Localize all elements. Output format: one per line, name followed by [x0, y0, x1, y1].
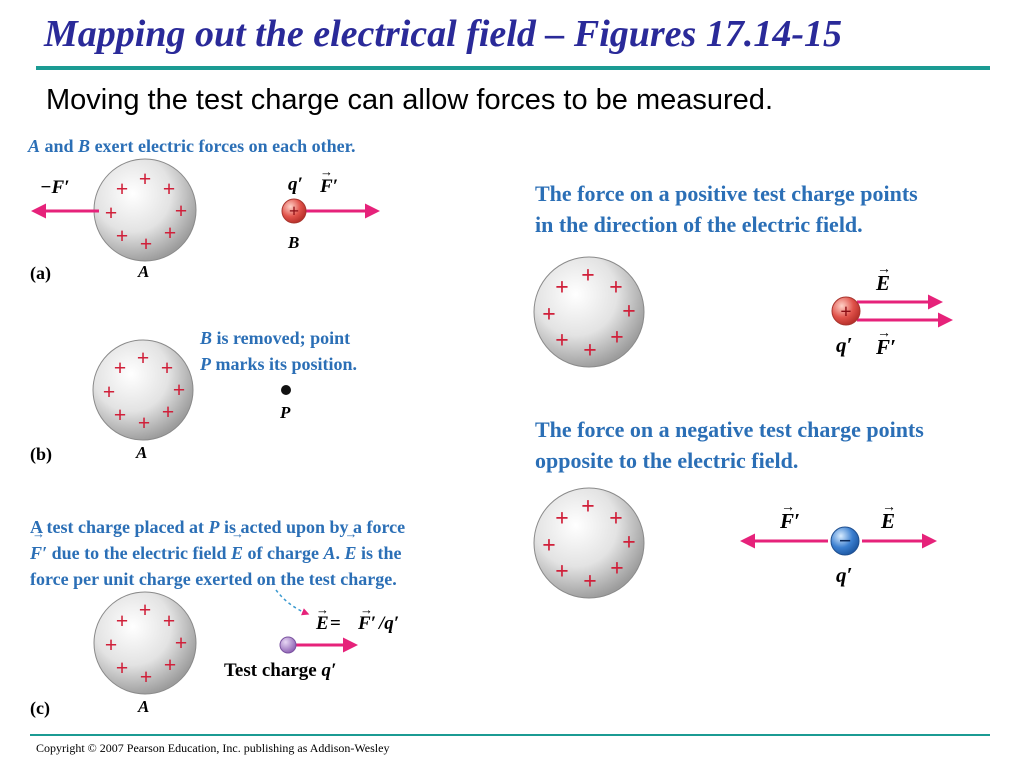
plus-sign: + — [140, 231, 153, 256]
plus-sign: + — [609, 275, 623, 301]
panel-a-label: (a) — [30, 263, 51, 284]
force-label: F′ — [319, 176, 338, 197]
plus-sign: + — [175, 630, 188, 655]
plus-sign: + — [610, 556, 624, 582]
plus-sign: + — [542, 533, 556, 559]
e-label: E — [875, 271, 890, 295]
svg-text:E: E — [315, 613, 329, 634]
a-label: A — [137, 697, 149, 716]
plus-sign: + — [105, 200, 118, 225]
plus-sign: + — [610, 325, 624, 351]
plus-sign: + — [164, 220, 177, 245]
vector-arrow-icon: → — [877, 326, 891, 341]
svg-text:→: → — [316, 602, 329, 617]
plus-sign: + — [175, 198, 188, 223]
p-label: P — [279, 403, 291, 422]
plus-sign: + — [114, 402, 127, 427]
plus-sign: + — [289, 201, 299, 221]
dotted-pointer-arrow — [275, 589, 310, 616]
plus-sign: + — [162, 399, 175, 424]
plus-sign: + — [116, 223, 129, 248]
plus-sign: + — [622, 299, 636, 325]
plus-sign: + — [105, 632, 118, 657]
plus-sign: + — [581, 494, 595, 520]
title-underline — [36, 66, 990, 70]
plus-sign: + — [555, 328, 569, 354]
positive-charge-caption: The force on a positive test charge poin… — [535, 181, 918, 237]
sphere-a-panel-c: + + + + + + + + — [93, 591, 197, 695]
sphere-a-panel-b: + + + + + + + + — [92, 339, 194, 441]
field-formula: E → = F′ → /q′ — [315, 602, 399, 634]
negative-test-charge — [830, 526, 860, 556]
plus-sign: + — [116, 608, 129, 633]
b-label: B — [287, 233, 299, 252]
vector-arrow-icon: → — [781, 500, 795, 515]
vector-arrow-icon: → — [877, 262, 891, 277]
vector-arrow-icon: → — [882, 500, 896, 515]
plus-sign: + — [583, 569, 597, 595]
plus-sign: + — [116, 176, 129, 201]
plus-sign: + — [583, 338, 597, 364]
sphere-a-positive: + + + + + + + + — [533, 256, 645, 368]
plus-sign: + — [138, 410, 151, 435]
q-label: q′ — [836, 563, 852, 587]
svg-text:=: = — [330, 613, 341, 634]
slide-subtitle: Moving the test charge can allow forces … — [46, 84, 773, 116]
plus-sign: + — [114, 355, 127, 380]
plus-sign: + — [139, 597, 152, 622]
plus-sign: + — [840, 301, 851, 323]
test-charge-label: Test charge q′ — [224, 660, 336, 681]
plus-sign: + — [555, 506, 569, 532]
plus-sign: + — [173, 377, 186, 402]
a-label: A — [137, 262, 149, 281]
svg-text:→: → — [360, 602, 373, 617]
plus-sign: + — [116, 655, 129, 680]
plus-sign: + — [555, 559, 569, 585]
plus-sign: + — [581, 263, 595, 289]
q-label: q′ — [288, 174, 303, 195]
panel-b-label: (b) — [30, 444, 52, 465]
footer-rule — [30, 734, 990, 736]
f-label: F′ — [875, 335, 896, 359]
a-label: A — [135, 443, 147, 462]
copyright-text: Copyright © 2007 Pearson Education, Inc.… — [36, 741, 390, 755]
neg-force-label: −F′ — [40, 177, 70, 198]
plus-sign: + — [139, 166, 152, 191]
panel-c-label: (c) — [30, 698, 50, 719]
e-label: E — [880, 509, 895, 533]
plus-sign: + — [161, 355, 174, 380]
panel-c-caption: A test charge placed at P is acted upon … — [30, 514, 405, 592]
plus-sign: + — [542, 302, 556, 328]
positive-test-charge — [831, 296, 861, 326]
plus-sign: + — [164, 652, 177, 677]
vector-arrow-icon: → — [320, 164, 333, 179]
sphere-a-negative: + + + + + + + + — [533, 487, 645, 599]
plus-sign: + — [140, 664, 153, 689]
point-p-dot — [281, 385, 291, 395]
sphere-a-panel-a: + + + + + + + + — [93, 158, 197, 262]
q-label: q′ — [836, 333, 852, 357]
svg-text:F′: F′ — [357, 613, 376, 634]
plus-sign: + — [137, 345, 150, 370]
minus-sign: − — [839, 528, 852, 553]
svg-text:/q′: /q′ — [377, 613, 399, 634]
f-label: F′ — [779, 509, 800, 533]
panel-a-caption: A and B exert electric forces on each ot… — [28, 136, 356, 156]
plus-sign: + — [103, 379, 116, 404]
plus-sign: + — [622, 530, 636, 556]
negative-charge-caption: The force on a negative test charge poin… — [535, 417, 924, 473]
charge-b — [281, 198, 307, 224]
plus-sign: + — [163, 608, 176, 633]
plus-sign: + — [163, 176, 176, 201]
test-charge — [279, 636, 297, 654]
plus-sign: + — [609, 506, 623, 532]
slide-title: Mapping out the electrical field – Figur… — [44, 13, 842, 55]
plus-sign: + — [555, 275, 569, 301]
